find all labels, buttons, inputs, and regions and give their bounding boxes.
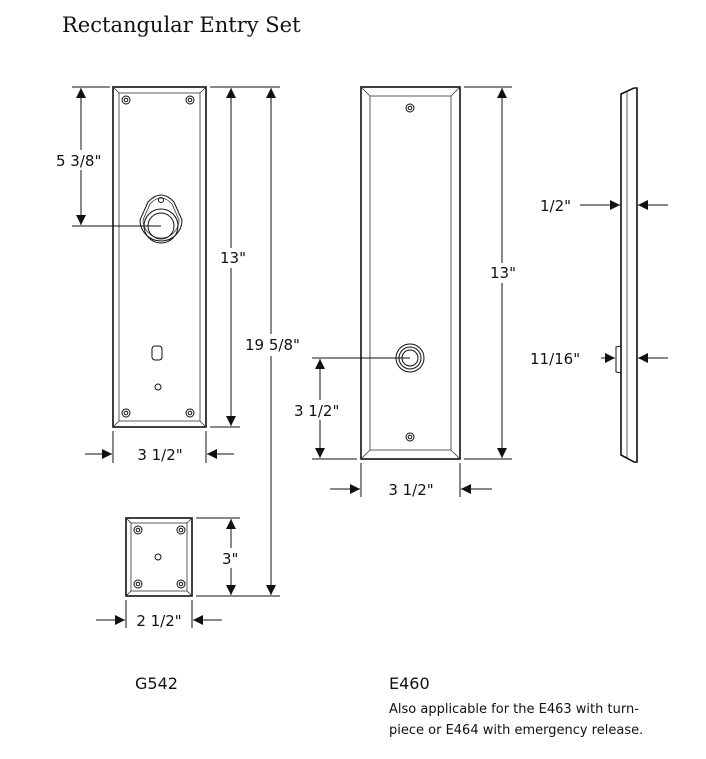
keyhole-slot-icon [151, 345, 163, 361]
e460-note-line1: Also applicable for the E463 with turn- [389, 702, 639, 717]
g542-plate [112, 86, 207, 428]
screw-icon [133, 579, 143, 589]
screw-icon [176, 579, 186, 589]
g542-small-plate [125, 517, 193, 597]
screw-icon [121, 95, 131, 105]
e460-dim-plate-height: 13" [490, 264, 516, 282]
e460-model-label: E460 [389, 674, 430, 693]
screw-icon [405, 432, 415, 442]
side-profile [615, 87, 638, 463]
g542-dim-small-width: 2 1/2" [136, 612, 181, 630]
e460-dim-plate-width: 3 1/2" [388, 481, 433, 499]
side-dim-projection: 11/16" [530, 350, 580, 368]
page-title: Rectangular Entry Set [62, 13, 301, 37]
g542-dim-plate-width: 3 1/2" [137, 446, 182, 464]
e460-note-line2: piece or E464 with emergency release. [389, 723, 643, 738]
g542-dim-plate-height: 13" [220, 249, 246, 267]
g542-model-label: G542 [135, 674, 178, 693]
g542-dim-small-height: 3" [222, 550, 238, 568]
screw-icon [405, 103, 415, 113]
knob-rose-icon [139, 194, 183, 244]
screw-icon [133, 525, 143, 535]
side-dim-thickness: 1/2" [540, 197, 571, 215]
screw-icon [185, 408, 195, 418]
e460-dim-knob-height: 3 1/2" [294, 402, 339, 420]
g542-dim-overall-height: 19 5/8" [245, 336, 300, 354]
e460-plate [360, 86, 461, 460]
screw-icon [121, 408, 131, 418]
screw-icon [185, 95, 195, 105]
screw-icon [176, 525, 186, 535]
g542-dim-knob-height: 5 3/8" [56, 152, 101, 170]
